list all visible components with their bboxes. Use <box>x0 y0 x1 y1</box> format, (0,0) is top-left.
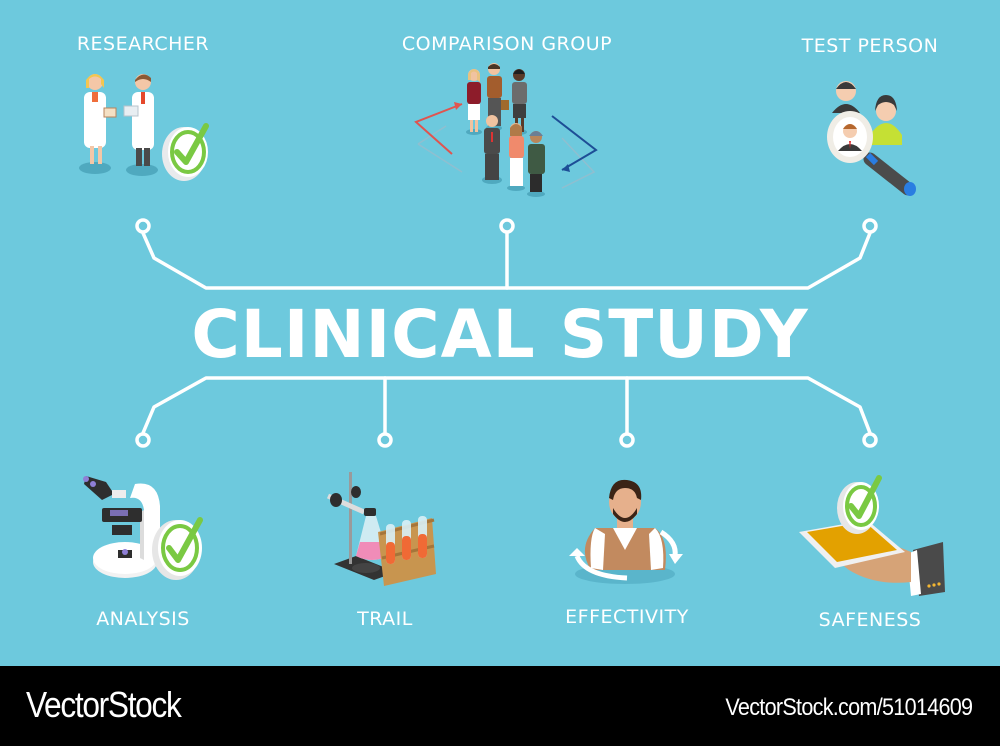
watermark-footer: VectorStock VectorStock.com/51014609 <box>0 666 1000 746</box>
top-node-dot-comparison <box>499 218 515 234</box>
bottom-node-dot-effectivity <box>619 432 635 448</box>
node-label-test-person: TEST PERSON <box>801 35 939 57</box>
brand-logo: VectorStock <box>26 684 182 725</box>
group-of-people-with-arrows-icon <box>414 63 598 197</box>
node-label-effectivity: EFFECTIVITY <box>565 606 689 628</box>
man-with-circular-arrows-icon <box>569 479 683 584</box>
node-label-researcher: RESEARCHER <box>76 33 210 55</box>
lab-stand-flask-test-tubes-icon <box>326 472 436 586</box>
node-label-comparison-group: COMPARISON GROUP <box>401 33 613 55</box>
bottom-node-dot-safeness <box>862 432 878 448</box>
magnifier-over-people-icon <box>827 81 916 196</box>
top-node-dot-researcher <box>135 218 151 234</box>
bottom-node-dot-analysis <box>135 432 151 448</box>
node-label-analysis: ANALYSIS <box>96 608 190 630</box>
hand-holding-phone-with-checkmark-icon <box>799 475 945 596</box>
connector-lines <box>135 218 878 448</box>
bottom-node-dot-trail <box>377 432 393 448</box>
diagram-title: CLINICAL STUDY <box>191 296 809 373</box>
node-label-safeness: SAFENESS <box>818 609 922 631</box>
top-node-dot-test-person <box>862 218 878 234</box>
two-doctors-with-checkmark-icon <box>79 74 209 181</box>
diagram-canvas: CLINICAL STUDY RESEARCHER COMPARISON GRO… <box>0 0 1000 666</box>
image-id-text: VectorStock.com/51014609 <box>725 694 973 721</box>
node-label-trail: TRAIL <box>357 608 413 630</box>
microscope-with-checkmark-icon <box>83 476 203 580</box>
